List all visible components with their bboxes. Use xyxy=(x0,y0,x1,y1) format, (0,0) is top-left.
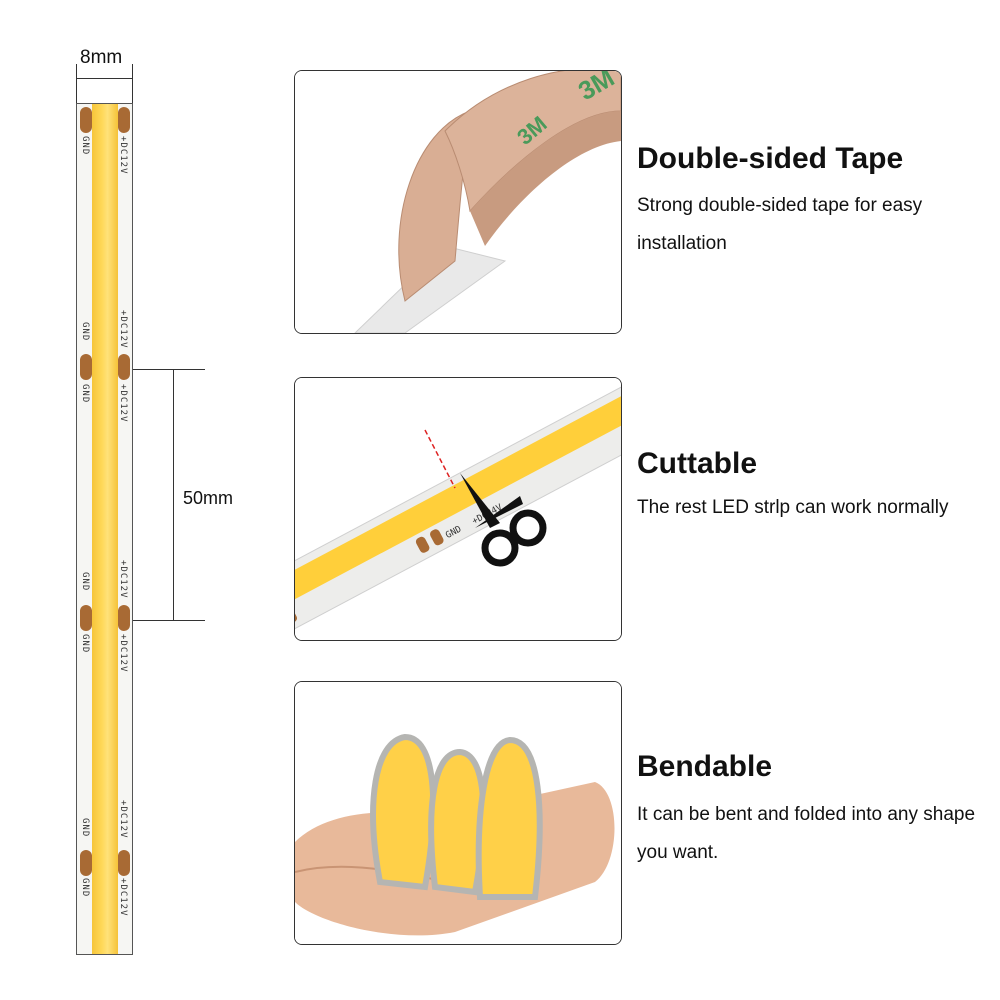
pad-label-dc: +DC12V xyxy=(118,800,128,839)
tape-roll-photo: 3M 3M xyxy=(295,71,621,333)
tape-photo-panel: 3M 3M xyxy=(294,70,622,334)
pad-label-gnd: GND xyxy=(80,878,90,898)
solder-pad-dc xyxy=(118,605,130,631)
solder-pad-gnd xyxy=(80,605,92,631)
pad-label-gnd: GND xyxy=(80,384,90,404)
feature-desc-cuttable: The rest LED strlp can work normally xyxy=(637,497,949,518)
solder-pad-gnd xyxy=(80,354,92,380)
pad-label-dc: +DC12V xyxy=(118,310,128,349)
cut-dimension-top xyxy=(133,369,205,370)
feature-title-tape: Double-sided Tape xyxy=(637,142,904,175)
width-dimension-line xyxy=(76,78,133,79)
feature-title-bendable: Bendable xyxy=(637,750,773,783)
pad-label-dc: +DC12V xyxy=(118,384,128,423)
cut-strip-photo: GND +DC24V xyxy=(295,378,621,640)
solder-pad-gnd xyxy=(80,107,92,133)
led-strip-cob xyxy=(92,104,118,954)
solder-pad-dc xyxy=(118,107,130,133)
feature-desc-bendable: It can be bent and folded into any shape… xyxy=(637,804,976,863)
pad-label-dc: +DC12V xyxy=(118,136,128,175)
feature-title-cuttable: Cuttable xyxy=(637,447,757,480)
cut-dimension-bottom xyxy=(133,620,205,621)
cut-length-label: 50mm xyxy=(183,488,234,508)
pad-label-gnd: GND xyxy=(80,634,90,654)
solder-pad-dc xyxy=(118,850,130,876)
width-tick-right xyxy=(132,64,133,104)
strip-width-label: 8mm xyxy=(80,47,123,68)
scissors-icon xyxy=(460,473,547,567)
pad-label-gnd: GND xyxy=(80,572,90,592)
cut-photo-panel: GND +DC24V xyxy=(294,377,622,641)
pad-label-gnd: GND xyxy=(80,322,90,342)
bend-photo-panel xyxy=(294,681,622,945)
cut-dimension-line xyxy=(173,369,174,620)
width-tick-left xyxy=(76,64,77,104)
pad-label-dc: +DC12V xyxy=(118,878,128,917)
pad-label-gnd: GND xyxy=(80,136,90,156)
solder-pad-gnd xyxy=(80,850,92,876)
feature-desc-tape: Strong double-sided tape for easy instal… xyxy=(637,195,923,254)
hand-holding-strip-photo xyxy=(295,682,621,944)
pad-label-dc: +DC12V xyxy=(118,634,128,673)
pad-label-gnd: GND xyxy=(80,818,90,838)
solder-pad-dc xyxy=(118,354,130,380)
pad-label-dc: +DC12V xyxy=(118,560,128,599)
